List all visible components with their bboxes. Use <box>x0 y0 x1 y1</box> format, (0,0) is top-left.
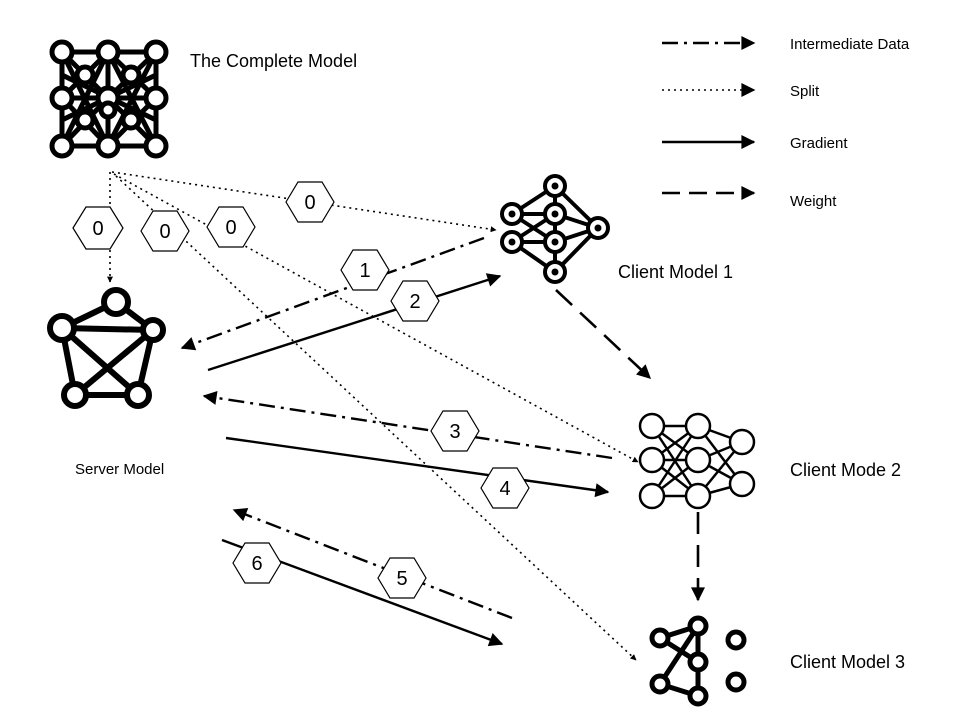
server-model-icon <box>47 287 166 409</box>
svg-text:0: 0 <box>225 217 236 239</box>
svg-text:3: 3 <box>449 421 460 443</box>
client-model-2-icon <box>638 412 756 510</box>
svg-text:0: 0 <box>92 218 103 240</box>
svg-text:4: 4 <box>499 478 510 500</box>
step-badge-split-client1: 0 <box>285 181 335 223</box>
svg-text:6: 6 <box>251 553 262 575</box>
split-arrow-client3 <box>115 175 637 661</box>
step-badge-split-client3: 0 <box>140 210 190 252</box>
legend-item-split: Split <box>662 83 820 100</box>
svg-text:5: 5 <box>396 568 407 590</box>
client-model-1-label: Client Model 1 <box>618 262 733 282</box>
step-badge-4: 4 <box>480 467 530 509</box>
step-badge-1: 1 <box>340 249 390 291</box>
step-badge-split-server: 0 <box>72 206 124 250</box>
svg-text:1: 1 <box>359 260 370 282</box>
weight-arrow-client1-to-client2 <box>555 289 652 379</box>
svg-text:Split: Split <box>790 83 820 100</box>
client-model-2-label: Client Mode 2 <box>790 460 901 480</box>
client-model-3-icon <box>649 615 747 707</box>
gradient-arrow-server-to-client2 <box>225 436 610 498</box>
step-badge-3: 3 <box>430 410 480 452</box>
gradient-arrow-server-to-client1 <box>207 273 502 372</box>
svg-text:Weight: Weight <box>790 193 837 210</box>
split-arrow-client2 <box>113 173 639 463</box>
svg-text:Intermediate Data: Intermediate Data <box>790 36 910 53</box>
intermediate-arrow-client3-to-server <box>232 508 513 620</box>
complete-model-label: The Complete Model <box>190 51 357 71</box>
legend-item-gradient: Gradient <box>662 135 848 152</box>
svg-text:Gradient: Gradient <box>790 135 848 152</box>
legend-item-intermediate: Intermediate Data <box>662 36 910 53</box>
step-badge-5: 5 <box>377 557 427 599</box>
legend: Intermediate Data Split Gradient Weight <box>662 36 910 210</box>
step-badge-split-client2: 0 <box>206 206 256 248</box>
client-model-1-icon <box>500 174 610 284</box>
server-model-label: Server Model <box>75 461 164 478</box>
svg-text:0: 0 <box>304 192 315 214</box>
step-badge-2: 2 <box>390 280 440 322</box>
svg-text:2: 2 <box>409 291 420 313</box>
intermediate-arrow-client1-to-server <box>180 236 485 351</box>
svg-text:0: 0 <box>159 221 170 243</box>
client-model-3-label: Client Model 3 <box>790 652 905 672</box>
intermediate-arrow-client2-to-server <box>202 390 613 460</box>
step-badge-6: 6 <box>232 542 282 584</box>
legend-item-weight: Weight <box>662 186 837 210</box>
complete-model-icon <box>49 39 169 159</box>
